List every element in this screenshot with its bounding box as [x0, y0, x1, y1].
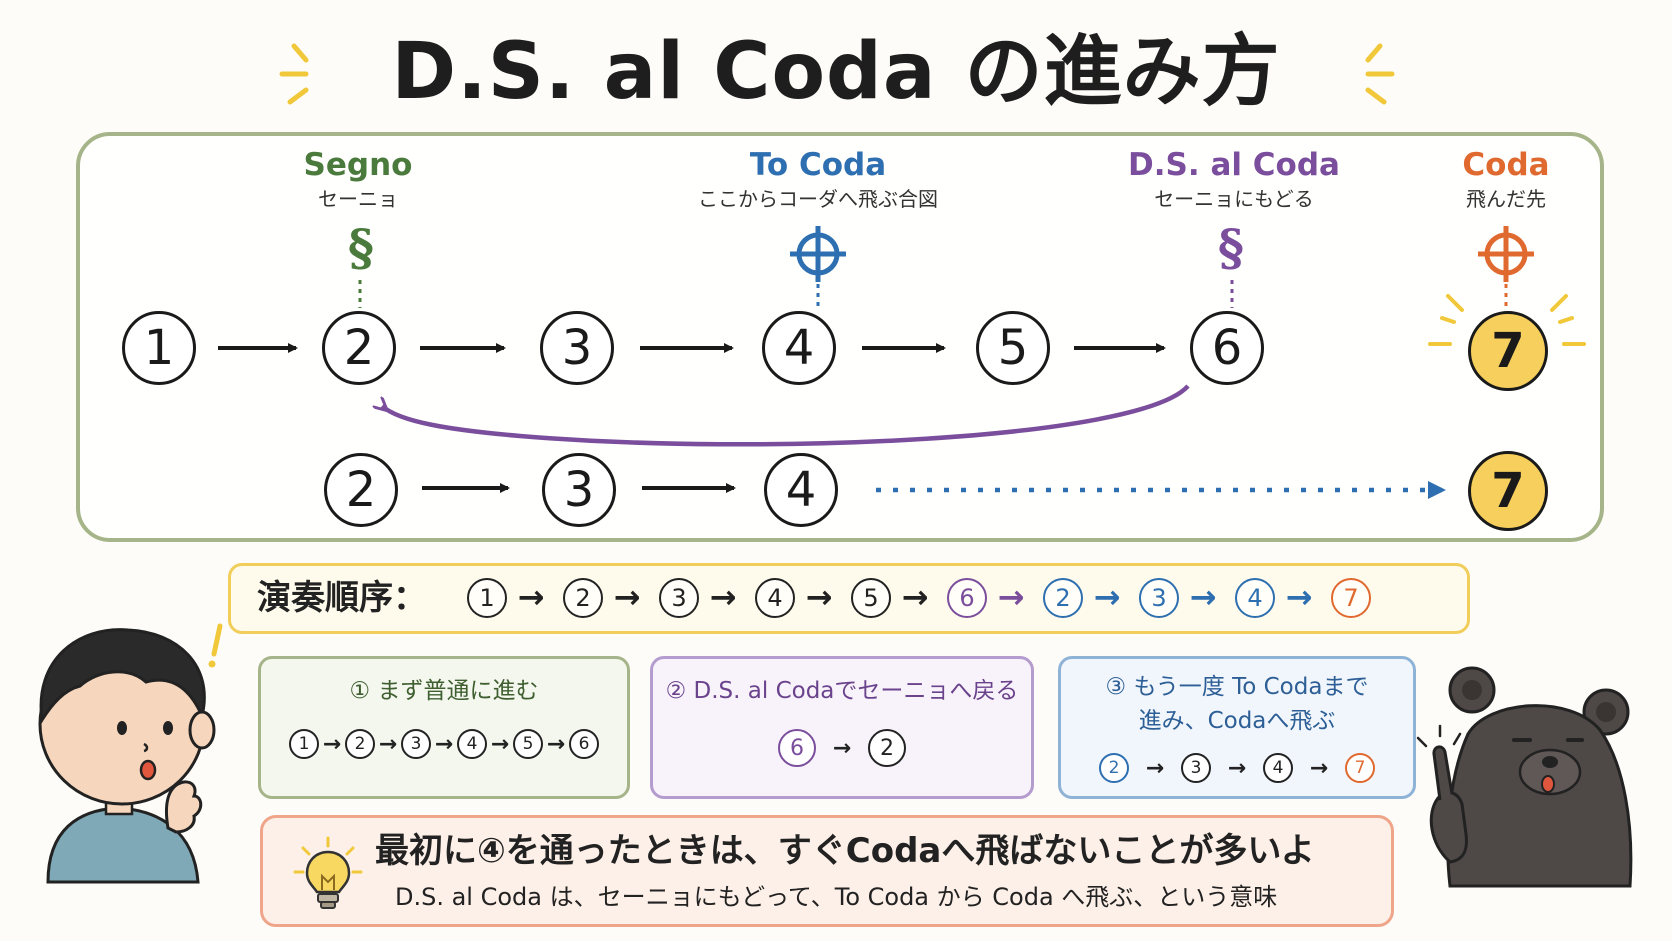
mini-step: 5 — [513, 729, 543, 759]
mini-step: 2 — [1099, 753, 1129, 783]
play-order-label: 演奏順序： — [257, 578, 427, 618]
sparkle-left-icon — [279, 43, 309, 105]
mini-arrow: → — [832, 735, 852, 761]
order-step-1: 1 — [467, 578, 507, 618]
page-title: D.S. al Coda の進み方 — [391, 27, 1281, 117]
return-to-segno-arrow — [382, 384, 1190, 447]
mini-step: 2 — [868, 729, 906, 767]
mini-arrow: → — [378, 731, 398, 757]
order-arrow: → — [517, 578, 545, 616]
step-4-circle: 4 — [762, 311, 836, 385]
order-step-8: 3 — [1139, 578, 1179, 618]
step-box-1-title: ① まず普通に進む — [349, 678, 539, 704]
step-7-coda-circle: 7 — [1468, 311, 1548, 391]
coda-symbol-icon — [790, 226, 846, 282]
step-2-circle: 2 — [322, 311, 396, 385]
mini-arrow: → — [546, 731, 566, 757]
segno-sublabel: セーニョ — [318, 187, 398, 211]
step-box-1-sequence: 1 → 2 → 3 → 4 → 5 → 6 — [261, 729, 627, 759]
mini-step: 3 — [401, 729, 431, 759]
to-coda-sublabel: ここからコーダへ飛ぶ合図 — [698, 187, 938, 211]
order-arrow: → — [805, 578, 833, 616]
order-step-9: 4 — [1235, 578, 1275, 618]
order-arrow: → — [709, 578, 737, 616]
mini-step: 1 — [289, 729, 319, 759]
mini-step: 7 — [1345, 753, 1375, 783]
step-box-3: ③ もう一度 To Codaまで 進み、Codaへ飛ぶ 2 → 3 → 4 → … — [1058, 656, 1416, 799]
mini-arrow: → — [1227, 755, 1247, 781]
step-box-2-sequence: 6 → 2 — [653, 729, 1031, 767]
tip-main-text: 最初に④を通ったときは、すぐCodaへ飛ばないことが多いよ — [375, 831, 1315, 871]
mini-step: 6 — [569, 729, 599, 759]
order-arrow: → — [1285, 578, 1313, 616]
order-arrow: → — [997, 578, 1025, 616]
step-box-3-sequence: 2 → 3 → 4 → 7 — [1061, 753, 1413, 783]
repeat-step-3-circle: 3 — [542, 453, 616, 527]
repeat-step-4-circle: 4 — [764, 453, 838, 527]
mini-step: 3 — [1181, 753, 1211, 783]
mini-arrow: → — [490, 731, 510, 757]
order-step-3: 3 — [659, 578, 699, 618]
bear-pointing-illustration — [1416, 666, 1633, 888]
to-coda-label: To Coda — [749, 147, 887, 183]
mini-step: 6 — [778, 729, 816, 767]
order-arrow: → — [613, 578, 641, 616]
mini-step: 4 — [457, 729, 487, 759]
segno-label: Segno — [303, 147, 413, 183]
mini-arrow: → — [322, 731, 342, 757]
mini-step: 4 — [1263, 753, 1293, 783]
coda-label: Coda — [1462, 147, 1550, 183]
repeat-step-2-circle: 2 — [324, 453, 398, 527]
ds-segno-icon: § — [1217, 218, 1245, 277]
tip-box: 最初に④を通ったときは、すぐCodaへ飛ばないことが多いよ D.S. al Co… — [260, 815, 1394, 927]
order-step-7: 2 — [1043, 578, 1083, 618]
play-order-bar: 演奏順序： 1 → 2 → 3 → 4 → 5 → 6 → 2 → 3 → 4 → 7 — [228, 563, 1470, 634]
step-box-3-title-line2: 進み、Codaへ飛ぶ — [1138, 708, 1336, 734]
step-box-2: ② D.S. al Codaでセーニョへ戻る 6 → 2 — [650, 656, 1034, 799]
repeat-step-7-coda-circle: 7 — [1468, 451, 1548, 531]
lightbulb-icon — [293, 836, 363, 909]
mini-arrow: → — [1309, 755, 1329, 781]
order-arrow: → — [1189, 578, 1217, 616]
ds-al-coda-label: D.S. al Coda — [1128, 147, 1340, 183]
mini-arrow: → — [1145, 755, 1165, 781]
step-box-2-title: ② D.S. al Codaでセーニョへ戻る — [665, 678, 1019, 704]
step-box-3-title-line1: ③ もう一度 To Codaまで — [1105, 674, 1369, 700]
order-step-2: 2 — [563, 578, 603, 618]
order-arrow: → — [901, 578, 929, 616]
mini-arrow: → — [434, 731, 454, 757]
order-step-4: 4 — [755, 578, 795, 618]
coda-destination-icon — [1478, 226, 1534, 282]
step-5-circle: 5 — [976, 311, 1050, 385]
step-box-1: ① まず普通に進む 1 → 2 → 3 → 4 → 5 → 6 — [258, 656, 630, 799]
tip-sub-text: D.S. al Coda は、セーニョにもどって、To Coda から Coda… — [395, 883, 1278, 911]
order-step-6: 6 — [947, 578, 987, 618]
order-arrow: → — [1093, 578, 1121, 616]
order-step-10: 7 — [1331, 578, 1371, 618]
order-step-5: 5 — [851, 578, 891, 618]
segno-icon: § — [347, 218, 375, 277]
coda-sparkles — [1428, 294, 1586, 346]
mini-step: 2 — [345, 729, 375, 759]
sparkle-right-icon — [1365, 43, 1395, 105]
ds-al-coda-sublabel: セーニョにもどる — [1154, 187, 1314, 211]
step-3-circle: 3 — [540, 311, 614, 385]
thinking-boy-illustration — [38, 623, 223, 884]
step-1-circle: 1 — [122, 311, 196, 385]
coda-sublabel: 飛んだ先 — [1466, 187, 1546, 211]
step-6-circle: 6 — [1190, 311, 1264, 385]
